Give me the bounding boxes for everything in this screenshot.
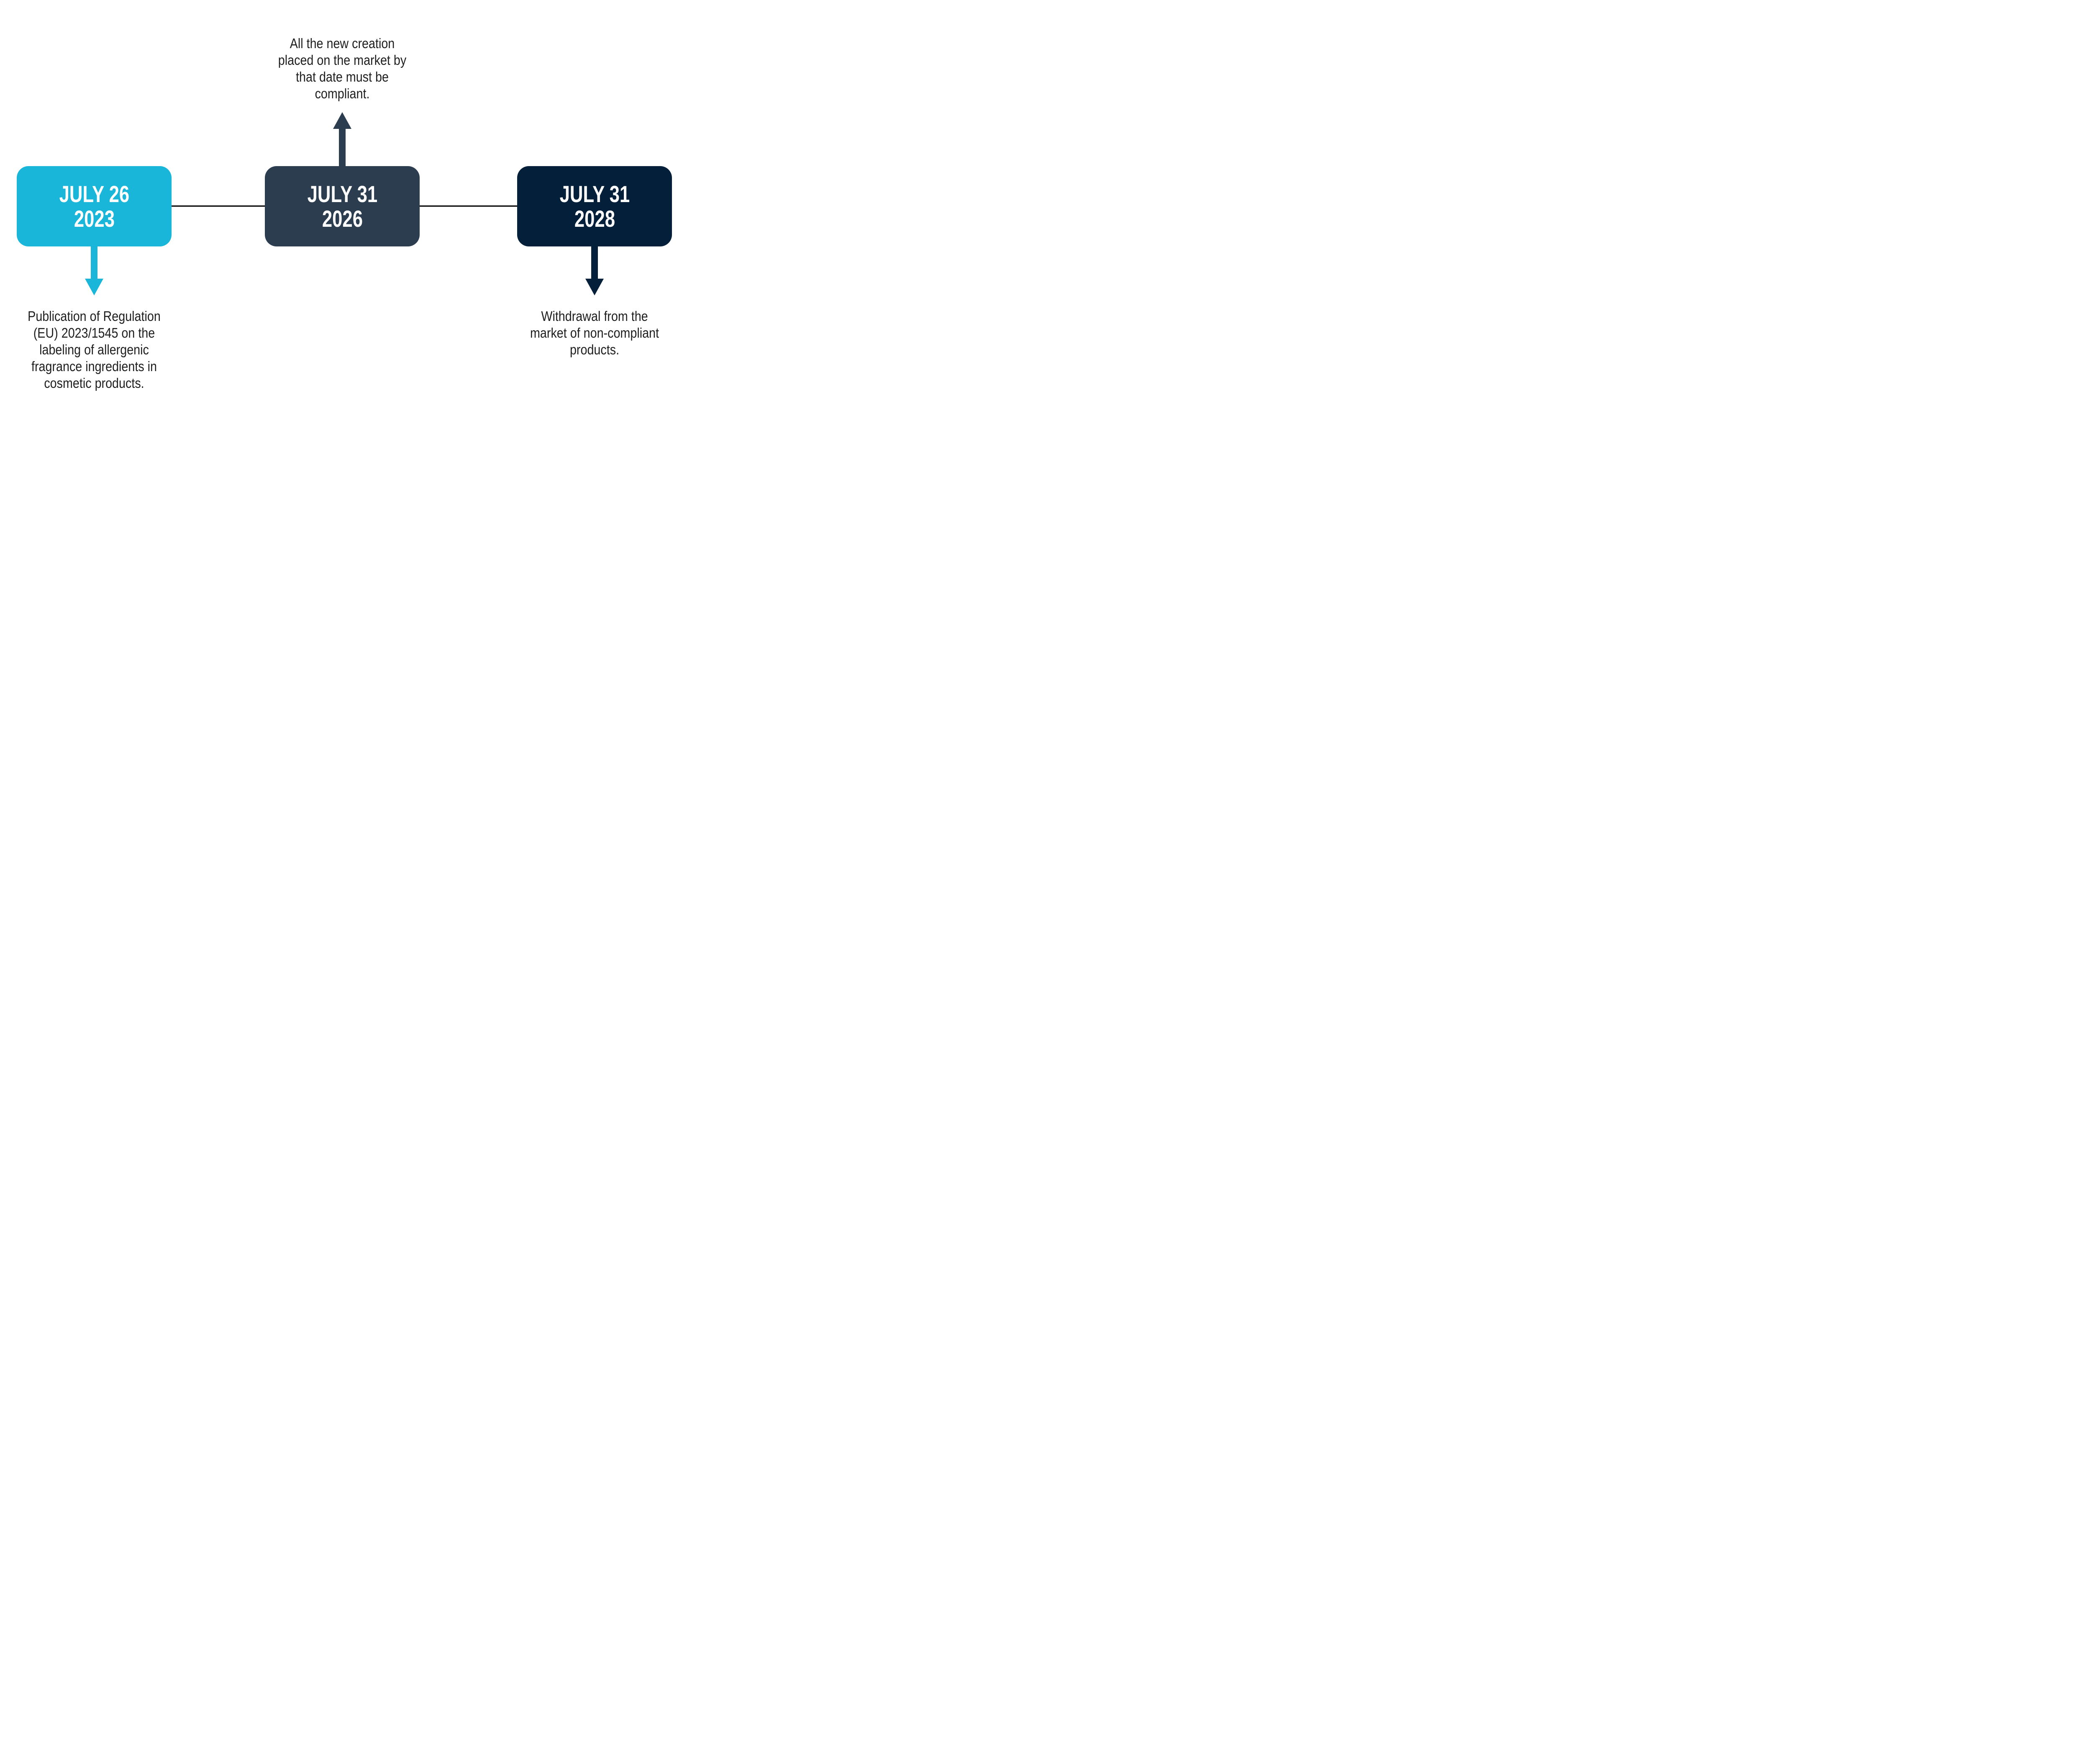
date-box-july-26-2023: JULY 26 2023 [17,166,172,246]
date-label-2028: JULY 31 2028 [559,180,630,232]
arrow-up-icon [333,112,351,166]
milestone-description-2023: Publication of Regulation (EU) 2023/1545… [28,308,161,391]
regulation-timeline-infographic: JULY 26 2023 Publication of Regulation (… [0,0,682,441]
milestone-description-2026: All the new creation placed on the marke… [278,36,407,101]
date-label-2026: JULY 31 2026 [307,180,377,232]
milestone-description-2028: Withdrawal from the market of non-compli… [530,308,659,357]
arrow-down-icon [85,246,103,295]
arrow-down-icon [585,246,604,295]
date-box-july-31-2028: JULY 31 2028 [517,166,672,246]
date-box-july-31-2026: JULY 31 2026 [265,166,420,246]
date-label-2023: JULY 26 2023 [59,180,129,232]
